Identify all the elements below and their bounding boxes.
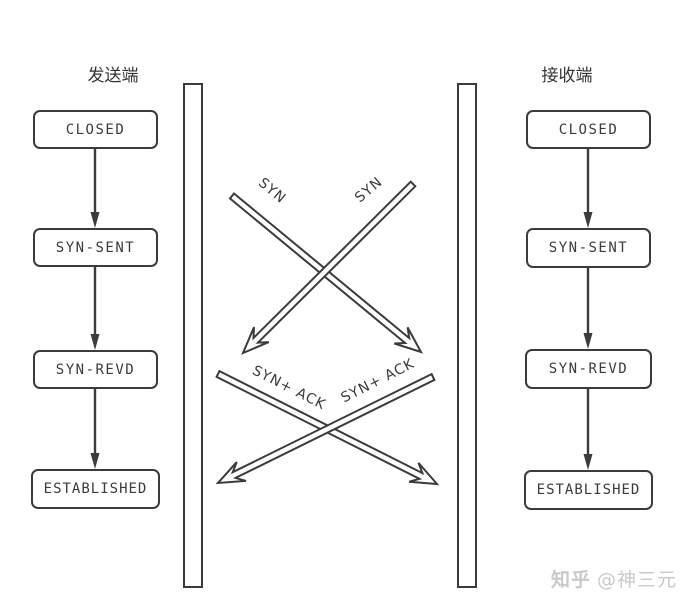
receiver-transition-arrow-2-head	[583, 333, 593, 349]
syn-ack-arrow-receiver-to-sender	[215, 372, 436, 485]
watermark-user: @神三元	[596, 569, 677, 591]
syn-arrow-receiver-to-sender	[241, 180, 417, 355]
sender-timeline-bar	[183, 83, 203, 588]
sender-state-syn-revd: SYN-REVD	[33, 350, 158, 389]
sender-state-syn-sent: SYN-SENT	[33, 228, 158, 267]
sender-transition-arrow-3-head	[90, 453, 100, 469]
sender-transition-arrow-1-head	[90, 212, 100, 228]
watermark-brand: 知乎	[550, 569, 591, 591]
receiver-state-established: ESTABLISHED	[524, 470, 653, 510]
sender-title: 发送端	[87, 66, 139, 86]
receiver-transition-arrow-1-head	[583, 212, 593, 228]
sender-state-established: ESTABLISHED	[31, 469, 160, 509]
sender-state-closed: CLOSED	[33, 110, 158, 149]
receiver-state-syn-revd: SYN-REVD	[525, 349, 652, 389]
receiver-timeline-bar	[457, 83, 477, 588]
receiver-title: 接收端	[541, 66, 593, 86]
receiver-transition-arrow-3-head	[583, 454, 593, 470]
receiver-state-closed: CLOSED	[526, 110, 651, 149]
sender-transition-arrow-2-head	[90, 334, 100, 350]
receiver-state-syn-sent: SYN-SENT	[526, 228, 651, 268]
watermark: 知乎@神三元	[551, 565, 677, 592]
